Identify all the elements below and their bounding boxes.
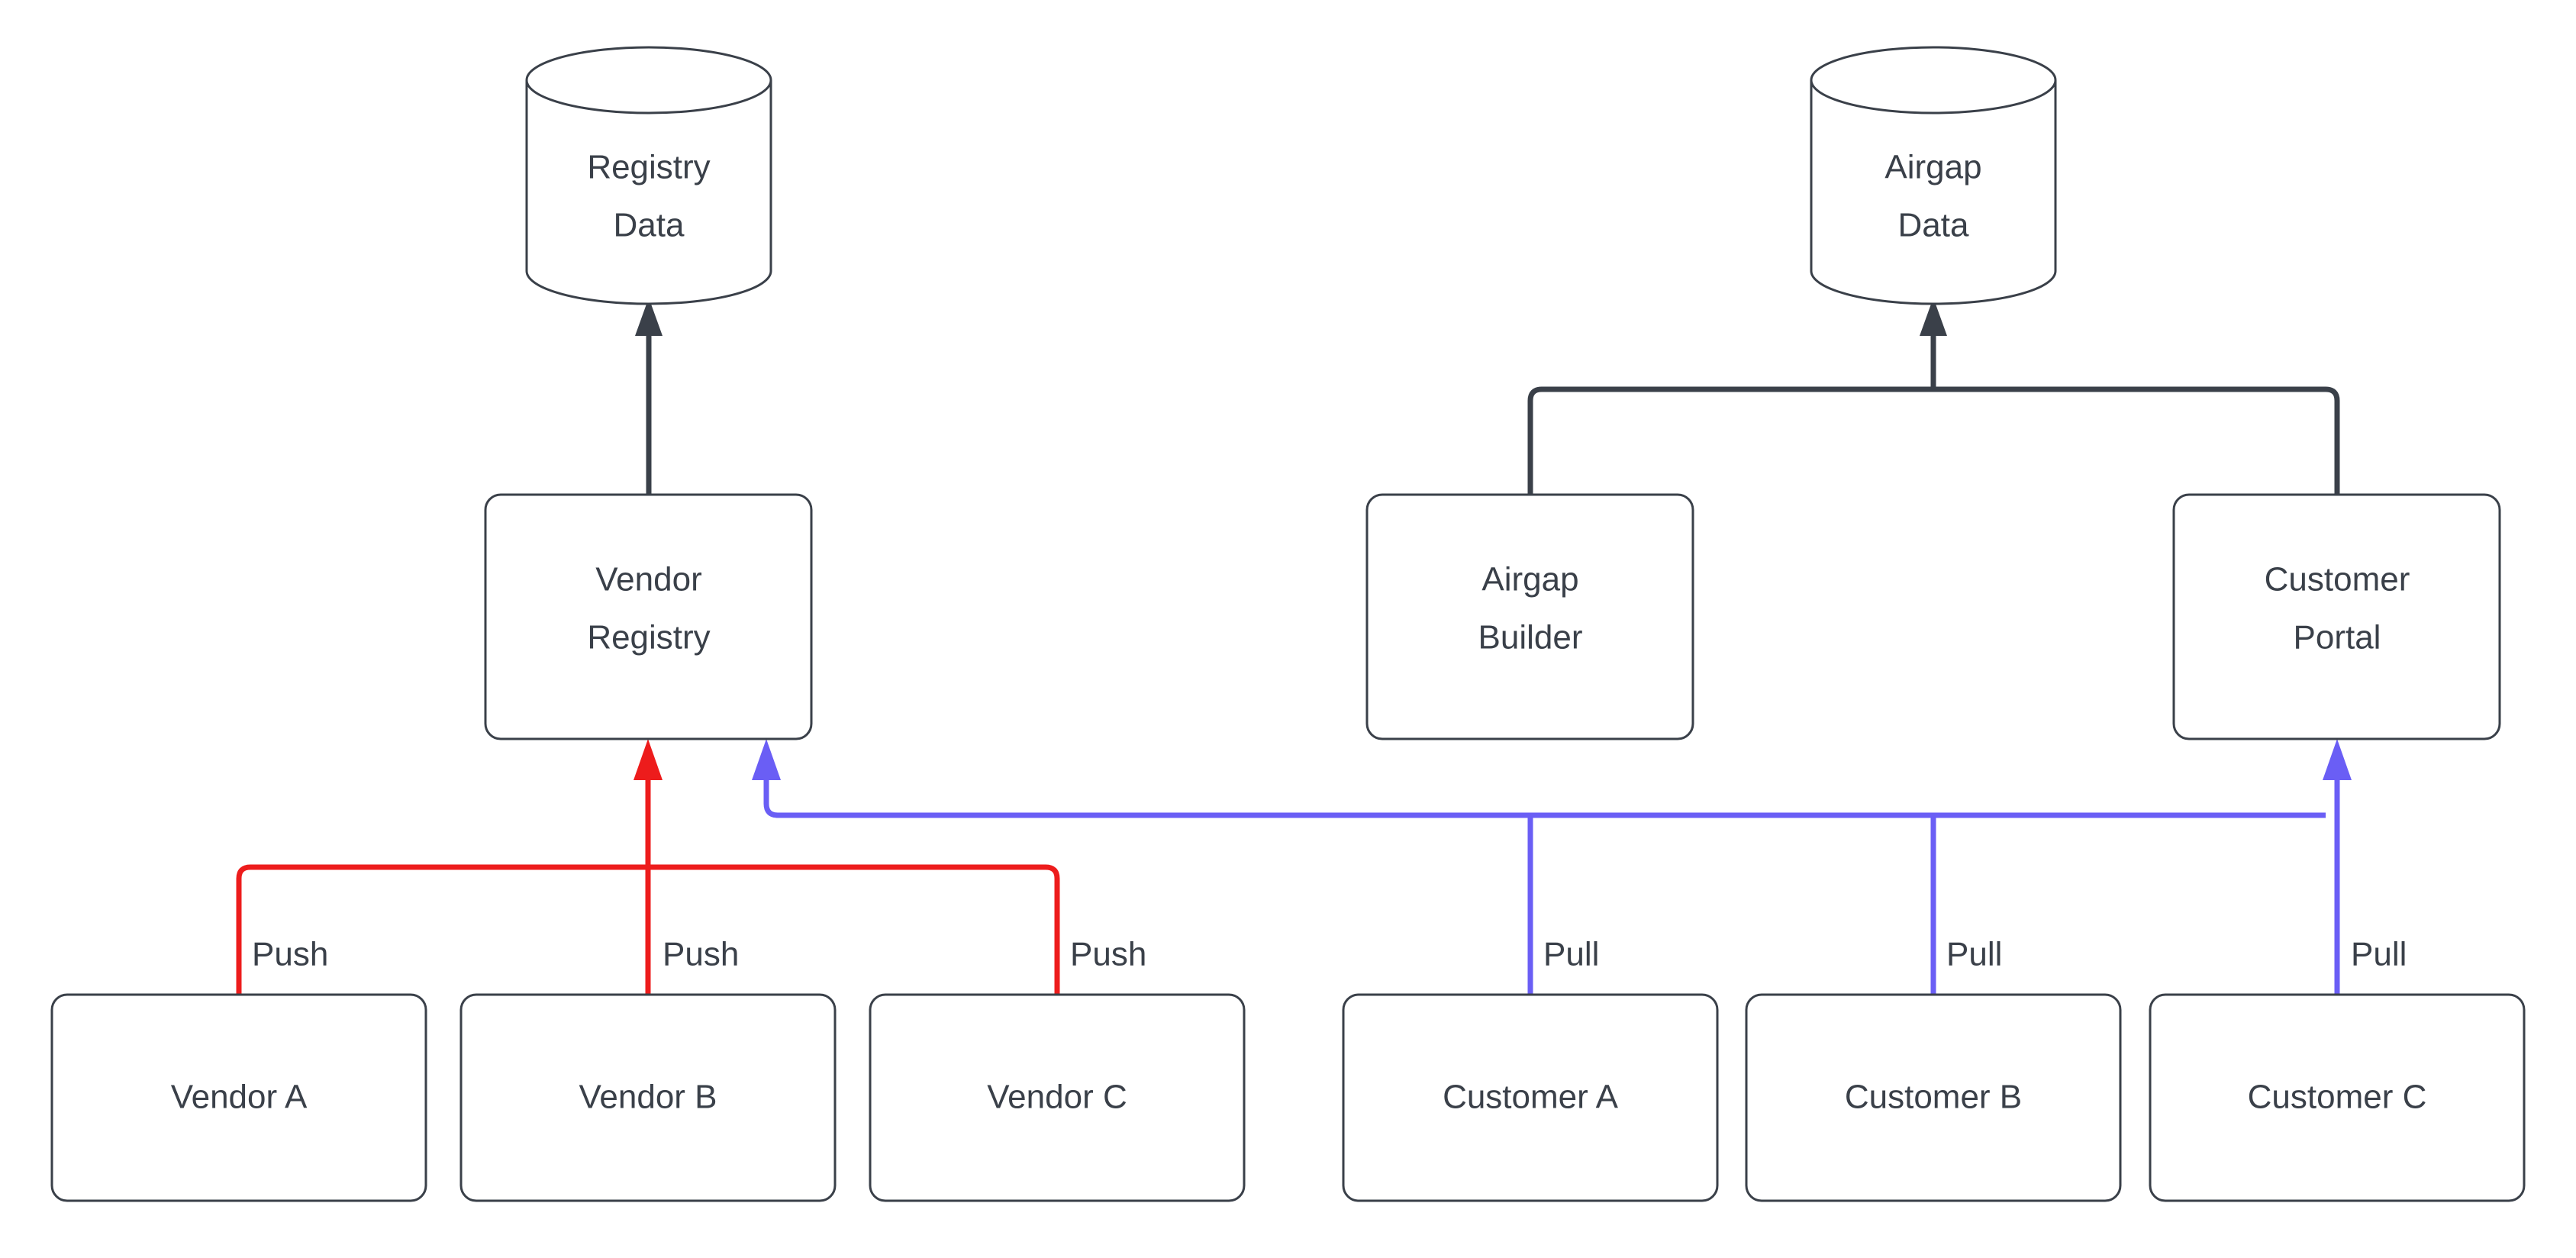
- node-vendor-registry[interactable]: Vendor Registry: [484, 493, 813, 740]
- node-label-line2: Data: [1898, 207, 1969, 244]
- arrowhead-up-icon: [1920, 298, 1947, 336]
- arrowhead-up-icon: [634, 739, 663, 780]
- node-customer-portal[interactable]: Customer Portal: [2172, 493, 2501, 740]
- node-label-line1: Airgap: [1481, 561, 1578, 598]
- cylinder-top: [525, 46, 772, 115]
- node-airgap-builder[interactable]: Airgap Builder: [1365, 493, 1694, 740]
- node-label-line1: Vendor: [595, 561, 701, 598]
- node-label-line2: Data: [614, 207, 685, 244]
- node-registry-data[interactable]: Registry Data: [525, 46, 772, 305]
- node-box: [1745, 993, 2122, 1202]
- node-airgap-data[interactable]: Airgap Data: [1810, 46, 2057, 305]
- node-label: Vendor A: [171, 1079, 308, 1116]
- edge-pull-group: [752, 739, 2352, 995]
- cylinder-body: [1810, 80, 2057, 305]
- edge-label-pull-b: Pull: [1946, 936, 2002, 973]
- edge-pull-bus: [763, 763, 2326, 818]
- node-label-line2: Registry: [587, 619, 710, 656]
- edge-label-pull-a: Pull: [1543, 936, 1599, 973]
- node-box: [1342, 993, 1719, 1202]
- node-customer-c[interactable]: Customer C: [2149, 993, 2526, 1202]
- edge-airgap-fork-to-airgap-data: [1527, 298, 2340, 495]
- node-box: [2172, 493, 2501, 740]
- arrowhead-up-icon: [635, 298, 663, 336]
- node-box: [869, 993, 1246, 1202]
- cylinder-top: [1810, 46, 2057, 115]
- node-box: [2149, 993, 2526, 1202]
- cylinder-body: [525, 80, 772, 305]
- edge-label-push-a: Push: [252, 936, 328, 973]
- node-label-line2: Portal: [2294, 619, 2381, 656]
- node-vendor-a[interactable]: Vendor A: [50, 993, 427, 1202]
- edge-label-push-c: Push: [1070, 936, 1146, 973]
- edge-fork-line: [1527, 386, 2340, 495]
- node-box: [1365, 493, 1694, 740]
- arrowhead-up-icon: [2323, 739, 2352, 780]
- node-label-line2: Builder: [1478, 619, 1583, 656]
- node-label-line1: Airgap: [1884, 149, 1981, 186]
- node-box: [459, 993, 837, 1202]
- node-label: Vendor B: [579, 1079, 717, 1116]
- arrowhead-up-icon: [752, 739, 781, 780]
- node-customer-b[interactable]: Customer B: [1745, 993, 2122, 1202]
- node-box: [50, 993, 427, 1202]
- node-vendor-b[interactable]: Vendor B: [459, 993, 837, 1202]
- node-box: [484, 493, 813, 740]
- node-vendor-c[interactable]: Vendor C: [869, 993, 1246, 1202]
- edge-push-group: [236, 739, 1060, 995]
- node-label: Customer A: [1443, 1079, 1619, 1116]
- edge-label-push-b: Push: [663, 936, 739, 973]
- node-customer-a[interactable]: Customer A: [1342, 993, 1719, 1202]
- edge-label-pull-c: Pull: [2351, 936, 2407, 973]
- node-label: Vendor C: [987, 1079, 1127, 1116]
- node-label: Customer C: [2248, 1079, 2427, 1116]
- edge-vendor-registry-to-registry-data: [635, 298, 663, 495]
- node-label-line1: Registry: [587, 149, 710, 186]
- node-label-line1: Customer: [2265, 561, 2410, 598]
- node-label: Customer B: [1845, 1079, 2022, 1116]
